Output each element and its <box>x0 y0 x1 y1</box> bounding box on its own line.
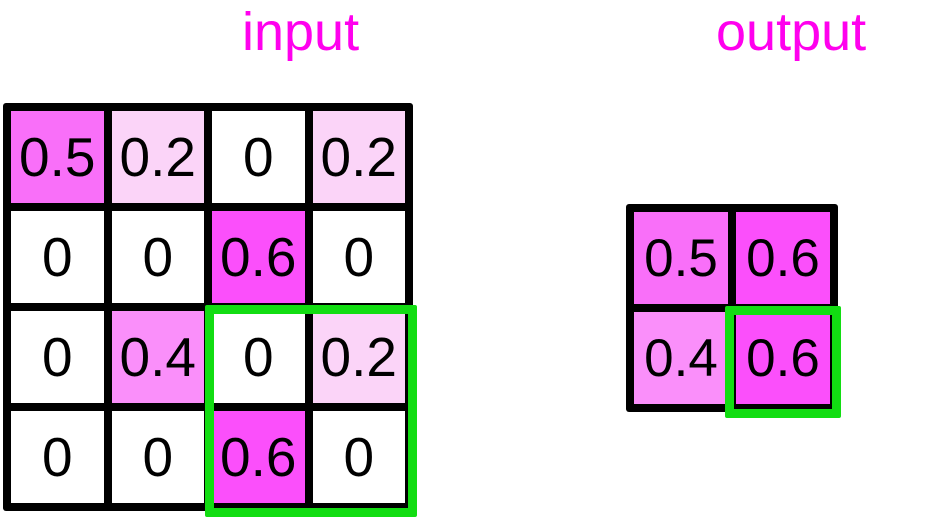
input-matrix: 0.5 0.2 0 0.2 0 0 0.6 0 0 0.4 0 0.2 0 0 … <box>3 103 413 511</box>
input-cell-value: 0.6 <box>220 425 297 488</box>
output-cell-value: 0.6 <box>746 228 820 288</box>
input-cell-value: 0 <box>242 125 274 188</box>
output-cell-value: 0.4 <box>644 328 718 388</box>
output-cell-value: 0.5 <box>644 228 718 288</box>
input-cell-r4c2[interactable]: 0 <box>111 411 204 503</box>
input-cell-value: 0 <box>242 325 274 388</box>
output-cell-value: 0.6 <box>746 328 820 388</box>
input-cell-r2c4[interactable]: 0 <box>312 211 405 303</box>
input-cell-r1c2[interactable]: 0.2 <box>111 111 204 203</box>
input-cell-value: 0.2 <box>320 325 397 388</box>
output-cell-r1c1[interactable]: 0.5 <box>634 212 728 304</box>
output-matrix: 0.5 0.6 0.4 0.6 <box>626 204 838 412</box>
input-cell-value: 0 <box>343 225 375 288</box>
input-cell-r4c3[interactable]: 0.6 <box>212 411 305 503</box>
input-cell-value: 0 <box>41 425 73 488</box>
input-cell-r3c1[interactable]: 0 <box>11 311 104 403</box>
output-cell-r2c1[interactable]: 0.4 <box>634 312 728 404</box>
input-cell-r3c2[interactable]: 0.4 <box>111 311 204 403</box>
input-cell-r1c4[interactable]: 0.2 <box>312 111 405 203</box>
input-cell-value: 0.5 <box>19 125 96 188</box>
input-cell-r1c1[interactable]: 0.5 <box>11 111 104 203</box>
input-cell-value: 0 <box>41 225 73 288</box>
input-cell-value: 0.6 <box>220 225 297 288</box>
input-panel-label: input <box>242 2 360 62</box>
input-cell-r1c3[interactable]: 0 <box>212 111 305 203</box>
output-panel-label: output <box>716 2 867 62</box>
input-cell-r3c4[interactable]: 0.2 <box>312 311 405 403</box>
input-cell-value: 0 <box>343 425 375 488</box>
output-cell-r2c2[interactable]: 0.6 <box>736 312 830 404</box>
input-cell-r4c1[interactable]: 0 <box>11 411 104 503</box>
output-cell-r1c2[interactable]: 0.6 <box>736 212 830 304</box>
input-cell-r3c3[interactable]: 0 <box>212 311 305 403</box>
input-cell-value: 0 <box>142 225 174 288</box>
input-cell-r2c1[interactable]: 0 <box>11 211 104 303</box>
input-cell-value: 0.2 <box>320 125 397 188</box>
input-cell-value: 0.2 <box>119 125 196 188</box>
input-cell-value: 0.4 <box>119 325 196 388</box>
input-cell-value: 0 <box>41 325 73 388</box>
input-cell-r4c4[interactable]: 0 <box>312 411 405 503</box>
input-cell-value: 0 <box>142 425 174 488</box>
input-cell-r2c3[interactable]: 0.6 <box>212 211 305 303</box>
input-cell-r2c2[interactable]: 0 <box>111 211 204 303</box>
